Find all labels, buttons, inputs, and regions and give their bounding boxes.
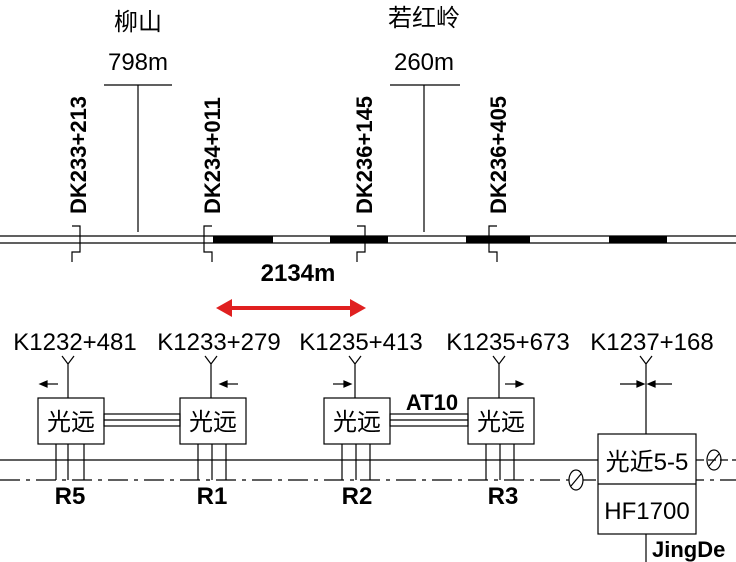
- km-pointers: [61, 355, 653, 434]
- box-id-r5: R5: [55, 483, 86, 510]
- direction-arrows: [38, 380, 672, 388]
- milepost-2: DK234+011: [200, 97, 225, 262]
- milepost-label: DK236+145: [352, 96, 377, 214]
- box-r1: 光远: [179, 397, 247, 445]
- tunnel-name: 若红岭: [388, 4, 460, 32]
- span-annotation: 2134m: [216, 260, 366, 317]
- milepost-3: DK236+145: [352, 96, 377, 262]
- span-label: 2134m: [261, 260, 336, 287]
- milepost-label: DK234+011: [200, 97, 225, 214]
- insulator-symbol-left: [568, 469, 584, 491]
- cable-connector-at10: AT10: [389, 390, 469, 427]
- box-label: 光远: [477, 408, 525, 436]
- box-id-r3: R3: [488, 483, 519, 510]
- tunnel-length: 260m: [394, 49, 454, 76]
- km-label-3: K1235+413: [299, 329, 422, 356]
- box-r5: 光远: [37, 397, 105, 445]
- box-r3: 光远: [467, 397, 535, 445]
- railway-track: [0, 235, 736, 244]
- km-label-5: K1237+168: [590, 329, 713, 356]
- box-id-r2: R2: [342, 483, 373, 510]
- tunnel-ruohongling: 若红岭 260m: [388, 4, 460, 232]
- milepost-4: DK236+405: [486, 96, 511, 262]
- box-label: 光远: [333, 408, 381, 436]
- box-r2: 光远: [323, 397, 391, 445]
- tunnel-length: 798m: [108, 49, 168, 76]
- station-code: HF1700: [604, 498, 689, 525]
- cable-connector-left: [103, 413, 181, 427]
- box-label: 光远: [189, 408, 237, 436]
- km-label-4: K1235+673: [446, 329, 569, 356]
- station-box: 光近5-5 HF1700: [597, 433, 697, 562]
- box-id-r1: R1: [197, 483, 228, 510]
- milepost-label: DK236+405: [486, 96, 511, 214]
- tunnel-liushan: 柳山 798m: [104, 8, 172, 232]
- tunnel-name: 柳山: [114, 8, 162, 36]
- km-label-1: K1232+481: [13, 329, 136, 356]
- milepost-1: DK233+213: [66, 96, 91, 262]
- box-label: 光远: [47, 408, 95, 436]
- station-name: 光近5-5: [606, 449, 689, 476]
- corner-label: JingDe: [652, 537, 725, 562]
- km-label-2: K1233+279: [157, 329, 280, 356]
- milepost-label: DK233+213: [66, 96, 91, 214]
- drop-lines: [55, 444, 515, 480]
- connector-label: AT10: [406, 390, 458, 415]
